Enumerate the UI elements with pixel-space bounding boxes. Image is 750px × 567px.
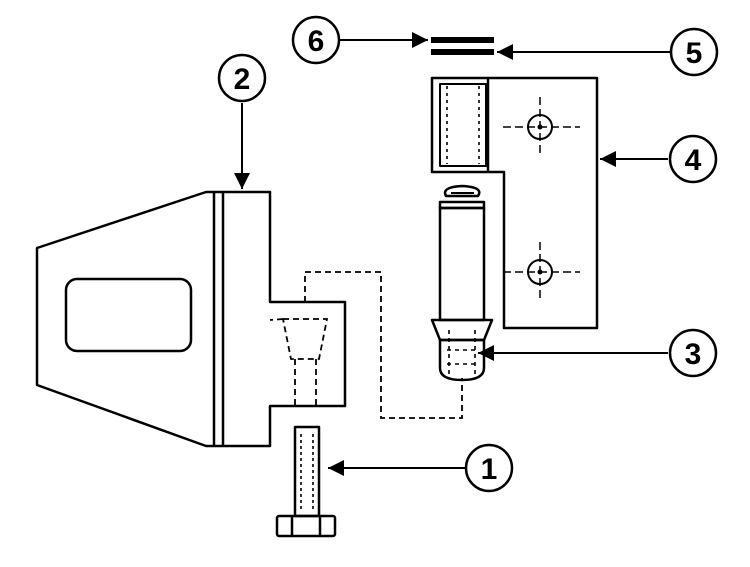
- callout-label: 6: [308, 25, 325, 58]
- pin-tip-thread: [447, 330, 477, 376]
- callout-label: 1: [481, 453, 498, 486]
- callout-6: 6: [291, 15, 341, 65]
- main-body: [35, 190, 347, 448]
- bracket-plate: [430, 76, 599, 330]
- bracket-hole-lower: [503, 242, 580, 302]
- bolt-shank: [293, 425, 321, 518]
- bracket-hole-upper: [503, 97, 580, 157]
- pin-taper: [430, 318, 494, 342]
- main-body-window: [64, 277, 193, 353]
- hidden-path: [304, 271, 463, 419]
- pin-head: [443, 184, 481, 198]
- callout-label: 3: [685, 338, 702, 371]
- callout-label: 2: [234, 63, 251, 96]
- leader-arrows: [234, 32, 670, 476]
- callout-label: 4: [685, 144, 702, 177]
- shims: [431, 37, 494, 55]
- callout-2: 2: [217, 53, 267, 103]
- shim-upper: [431, 37, 494, 43]
- shim-lower: [431, 49, 494, 55]
- bracket-bore: [439, 83, 487, 167]
- callout-1: 1: [464, 443, 514, 493]
- callout-4: 4: [668, 134, 718, 184]
- bracket-outline: [430, 76, 599, 330]
- callout-label: 5: [686, 37, 703, 70]
- callout-3: 3: [668, 328, 718, 378]
- main-body-outline: [35, 190, 347, 448]
- bolt-head: [275, 514, 337, 538]
- pivot-pin: [430, 184, 494, 382]
- callout-5: 5: [669, 27, 719, 77]
- pin-shank: [438, 206, 486, 322]
- bolt: [275, 425, 337, 538]
- hidden-socket: [269, 318, 329, 405]
- pin-tip: [438, 338, 486, 382]
